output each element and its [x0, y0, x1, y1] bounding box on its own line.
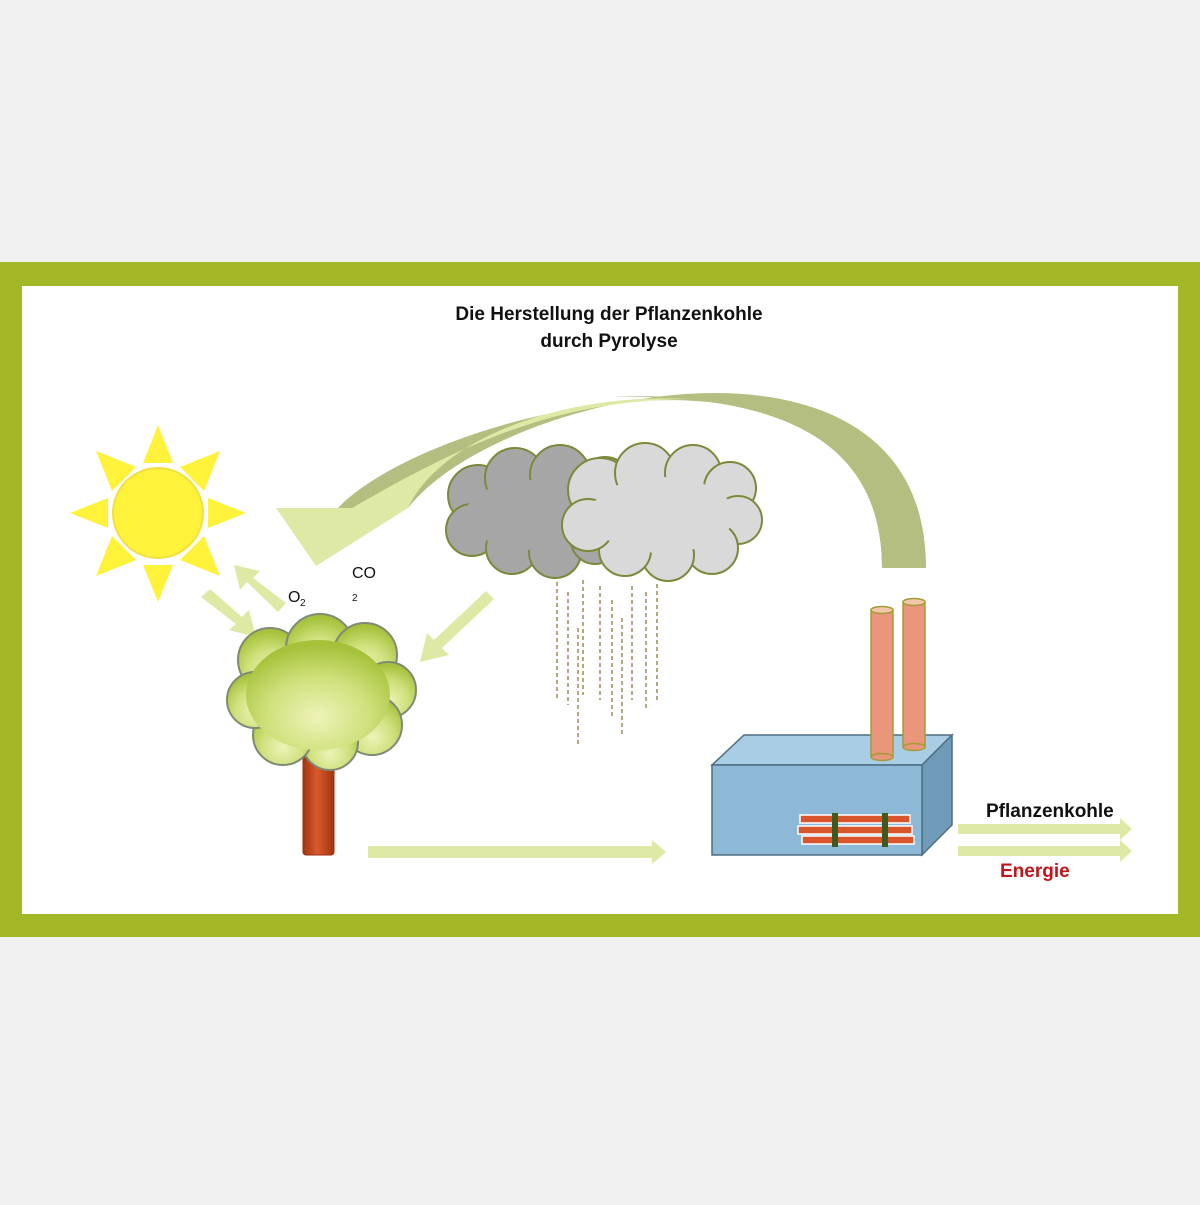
rain-lines	[556, 580, 658, 745]
curved-arrow-light-face	[352, 398, 690, 508]
curved-return-arrow	[276, 393, 926, 568]
curved-arrow-head	[276, 508, 408, 566]
diagram-title-line2: durch Pyrolyse	[540, 331, 677, 352]
pyrolysis-factory-icon	[710, 597, 954, 857]
rain-cloud-icon	[445, 442, 763, 582]
chimney-right	[902, 597, 926, 752]
tree-to-factory-arrow	[368, 840, 666, 864]
co2-label: CO	[352, 565, 376, 582]
co2-subscript: 2	[352, 593, 358, 604]
diagram-title-line1: Die Herstellung der Pflanzenkohle	[455, 304, 762, 325]
chimney-left	[870, 605, 894, 762]
sun-icon	[70, 425, 246, 602]
sun-to-tree-arrow	[201, 589, 256, 637]
charcoal-output-arrow	[958, 818, 1132, 840]
curved-arrow-shadow	[338, 393, 926, 568]
energy-output-label: Energie	[1000, 861, 1070, 882]
tree-to-sky-arrow	[234, 565, 286, 612]
small-arrows	[201, 565, 494, 662]
energy-output-arrow	[958, 840, 1132, 862]
tree-icon	[226, 613, 417, 856]
o2-label: O	[288, 589, 300, 606]
cloud-to-tree-arrow	[420, 591, 494, 662]
o2-subscript: 2	[300, 598, 306, 609]
wood-bundle-icon	[797, 813, 915, 847]
charcoal-output-label: Pflanzenkohle	[986, 801, 1114, 822]
curved-arrow-dark-face	[612, 396, 900, 568]
